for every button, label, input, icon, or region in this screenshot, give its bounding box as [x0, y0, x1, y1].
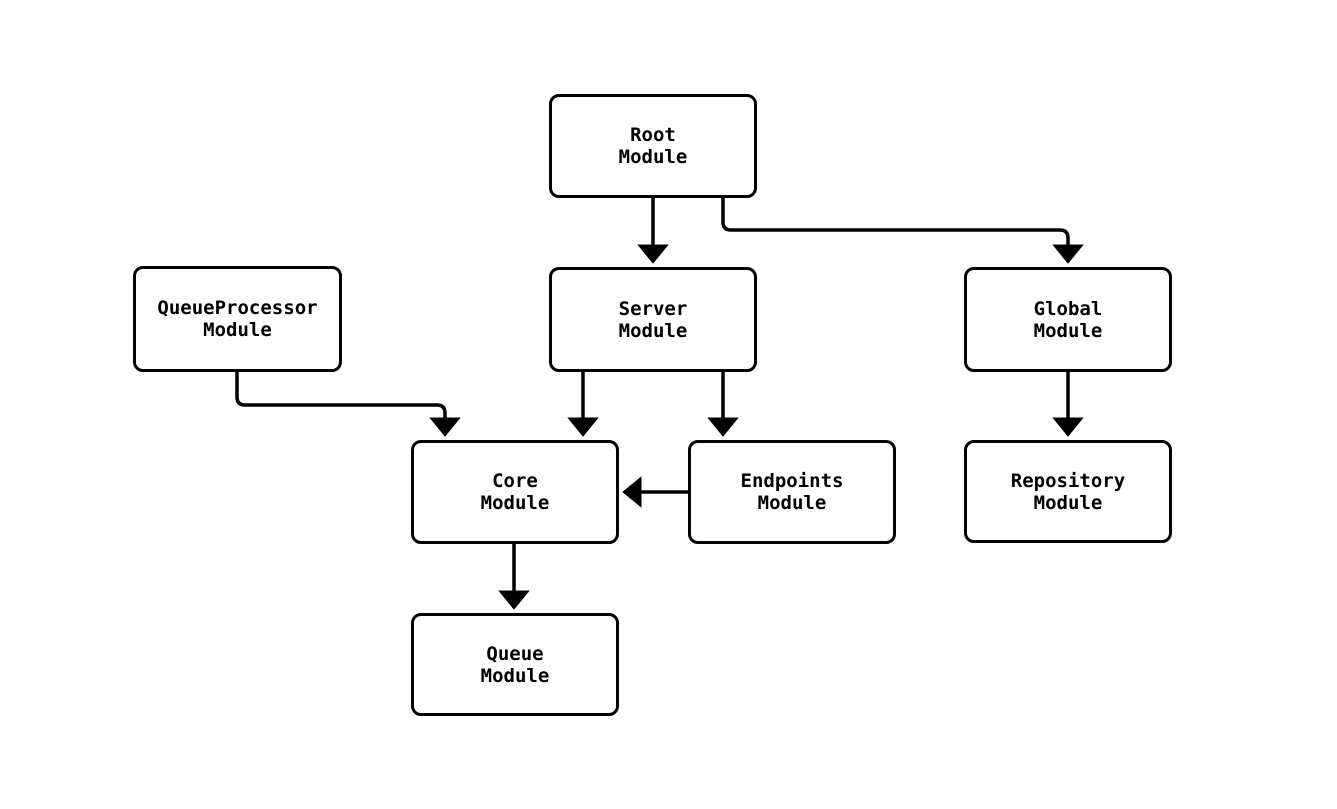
node-core-module-label: Core Module — [480, 470, 550, 514]
node-repository-module-label: Repository Module — [1010, 469, 1126, 514]
node-repository-module: Repository Module — [964, 440, 1172, 543]
node-server-module-label: Server Module — [618, 297, 688, 342]
node-queue-module: Queue Module — [411, 613, 619, 716]
node-root-module: Root Module — [549, 94, 757, 198]
node-queueprocessor-module-label: QueueProcessor Module — [157, 297, 318, 341]
node-endpoints-module-label: Endpoints Module — [740, 470, 844, 514]
edge-root-to-global — [721, 198, 1084, 264]
edge-queueprocessor-to-core — [235, 372, 461, 437]
node-server-module: Server Module — [549, 267, 757, 372]
node-global-module: Global Module — [964, 267, 1172, 372]
node-root-module-label: Root Module — [618, 124, 688, 168]
node-endpoints-module: Endpoints Module — [688, 440, 896, 544]
node-queueprocessor-module: QueueProcessor Module — [133, 266, 342, 372]
node-core-module: Core Module — [411, 440, 619, 544]
node-global-module-label: Global Module — [1033, 297, 1103, 342]
node-queue-module-label: Queue Module — [480, 642, 550, 687]
